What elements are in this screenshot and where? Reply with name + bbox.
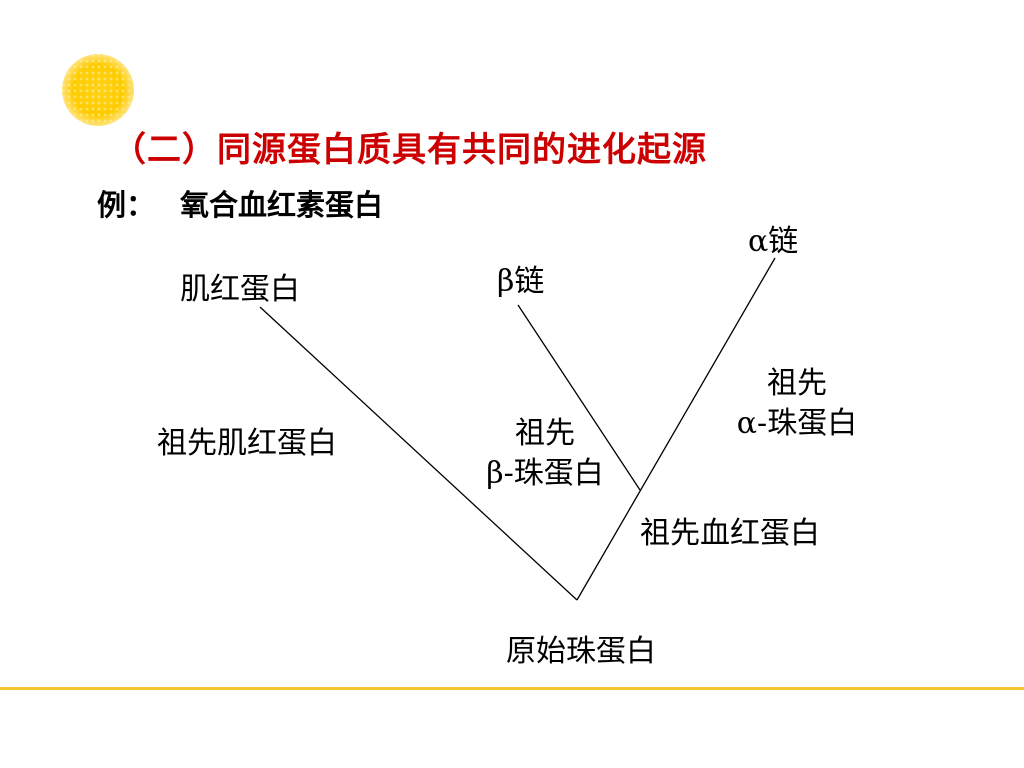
node-root-globin: 原始珠蛋白 [506, 634, 656, 669]
page-title: （二）同源蛋白质具有共同的进化起源 [112, 130, 707, 170]
node-beta-chain: β链 [497, 264, 545, 299]
node-myoglobin: 肌红蛋白 [180, 272, 300, 307]
node-ancestral-alpha: 祖先 α-珠蛋白 [722, 364, 872, 444]
node-ancestral-hemoglobin: 祖先血红蛋白 [640, 516, 820, 551]
example-label: 例： [97, 188, 156, 222]
node-ancestral-beta-line2: β-珠蛋白 [486, 456, 604, 491]
sun-icon [62, 54, 134, 126]
node-ancestral-alpha-line1: 祖先 [767, 366, 827, 401]
node-ancestral-myoglobin: 祖先肌红蛋白 [157, 426, 337, 461]
node-ancestral-beta-line1: 祖先 [515, 416, 575, 451]
node-ancestral-alpha-line2: α-珠蛋白 [736, 406, 858, 441]
alpha-branch [576, 257, 776, 601]
node-ancestral-beta: 祖先 β-珠蛋白 [470, 414, 620, 494]
myoglobin-branch [259, 306, 578, 601]
bottom-divider [0, 687, 1024, 690]
node-alpha-chain: α链 [748, 224, 799, 259]
beta-branch [517, 304, 641, 491]
example-value: 氧合血红素蛋白 [180, 188, 384, 222]
